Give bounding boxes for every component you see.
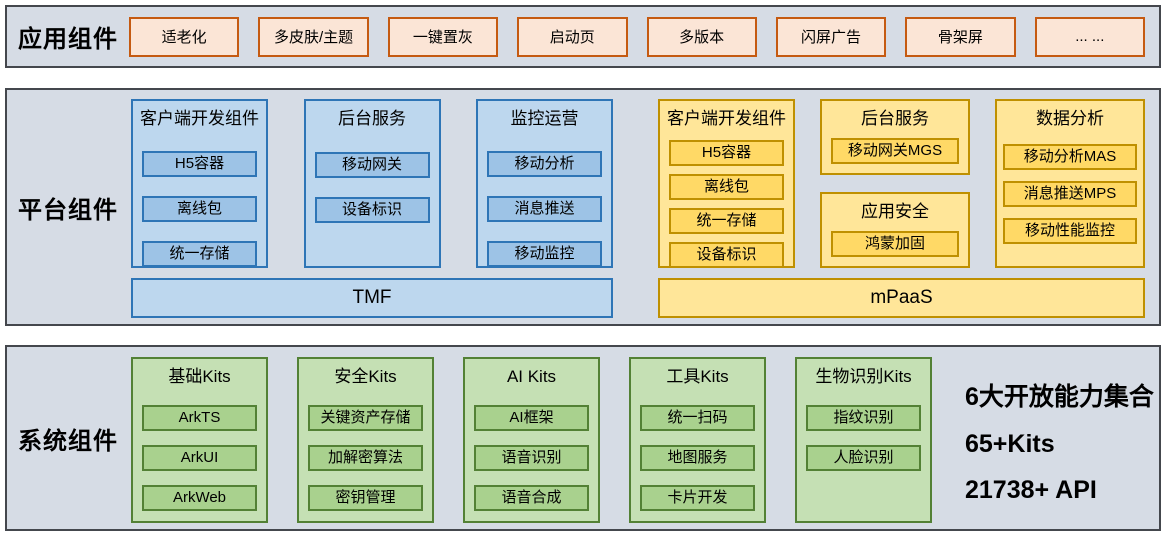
- tmf-column-client-dev: 客户端开发组件 H5容器 离线包 统一存储: [131, 99, 268, 268]
- application-chip-row: 适老化 多皮肤/主题 一键置灰 启动页 多版本 闪屏广告 骨架屏 ... ...: [129, 7, 1159, 66]
- mpaas-chip-mobile-perf-monitoring: 移动性能监控: [1003, 218, 1137, 244]
- mpaas-columns: 客户端开发组件 H5容器 离线包 统一存储 设备标识 后台服务 移动网关MGS …: [658, 99, 1145, 268]
- tmf-chip-mobile-monitoring: 移动监控: [487, 241, 602, 267]
- kit-chip-arkui: ArkUI: [142, 445, 257, 471]
- capability-stats: 6大开放能力集合 65+Kits 21738+ API: [961, 353, 1154, 529]
- system-band-label: 系统组件: [18, 427, 118, 455]
- mpaas-chip-mobile-gateway-mgs: 移动网关MGS: [831, 138, 959, 164]
- mpaas-column-data-analytics: 数据分析 移动分析MAS 消息推送MPS 移动性能监控: [995, 99, 1145, 268]
- tmf-group: 客户端开发组件 H5容器 离线包 统一存储 后台服务 移动网关 设备标识 监控运…: [131, 99, 613, 324]
- mpaas-column-backend-service: 后台服务 移动网关MGS: [820, 99, 970, 175]
- kit-chip-arkts: ArkTS: [142, 405, 257, 431]
- kit-chip-key-management: 密钥管理: [308, 485, 423, 511]
- mpaas-chip-device-id: 设备标识: [669, 242, 784, 268]
- kits-column-security: 安全Kits 关键资产存储 加解密算法 密钥管理: [297, 357, 434, 523]
- tmf-chip-message-push: 消息推送: [487, 196, 602, 222]
- mpaas-column-client-dev: 客户端开发组件 H5容器 离线包 统一存储 设备标识: [658, 99, 795, 268]
- mpaas-chip-h5-container: H5容器: [669, 140, 784, 166]
- mpaas-group: 客户端开发组件 H5容器 离线包 统一存储 设备标识 后台服务 移动网关MGS …: [658, 99, 1145, 324]
- kit-chip-map-service: 地图服务: [640, 445, 755, 471]
- app-chip-splash-ads: 闪屏广告: [775, 16, 887, 57]
- mpaas-client-dev-title: 客户端开发组件: [667, 109, 786, 128]
- kit-chip-ai-framework: AI框架: [474, 405, 589, 431]
- kit-chip-face-recognition: 人脸识别: [806, 445, 921, 471]
- kits-column-ai: AI Kits AI框架 语音识别 语音合成: [463, 357, 600, 523]
- app-chip-multi-version: 多版本: [646, 16, 757, 57]
- security-kits-title: 安全Kits: [334, 367, 397, 386]
- tmf-chip-unified-storage: 统一存储: [142, 241, 257, 267]
- mpaas-bar: mPaaS: [658, 278, 1145, 318]
- tmf-monitoring-title: 监控运营: [510, 109, 579, 128]
- kits-column-basic: 基础Kits ArkTS ArkUI ArkWeb: [131, 357, 268, 523]
- tmf-chip-mobile-analytics: 移动分析: [487, 151, 602, 177]
- stat-api-count: 21738+ API: [965, 476, 1097, 504]
- kit-chip-card-development: 卡片开发: [640, 485, 755, 511]
- stat-open-capability-sets: 6大开放能力集合: [965, 383, 1154, 411]
- kit-chip-crypto-algorithms: 加解密算法: [308, 445, 423, 471]
- kit-chip-unified-scan: 统一扫码: [640, 405, 755, 431]
- tmf-client-dev-title: 客户端开发组件: [140, 109, 259, 128]
- mpaas-chip-unified-storage: 统一存储: [669, 208, 784, 234]
- application-band-label: 应用组件: [18, 26, 118, 53]
- platform-content: 客户端开发组件 H5容器 离线包 统一存储 后台服务 移动网关 设备标识 监控运…: [129, 90, 1161, 324]
- app-chip-aging-friendly: 适老化: [129, 16, 240, 57]
- stat-kits-count: 65+Kits: [965, 430, 1055, 458]
- mpaas-middle-stack: 后台服务 移动网关MGS 应用安全 鸿蒙加固: [820, 99, 970, 268]
- kits-column-tools: 工具Kits 统一扫码 地图服务 卡片开发: [629, 357, 766, 523]
- tmf-columns: 客户端开发组件 H5容器 离线包 统一存储 后台服务 移动网关 设备标识 监控运…: [131, 99, 613, 268]
- tmf-bar: TMF: [131, 278, 613, 318]
- tmf-chip-device-id: 设备标识: [314, 197, 430, 223]
- app-chip-more: ... ...: [1034, 16, 1145, 57]
- tmf-backend-title: 后台服务: [338, 109, 406, 128]
- system-band: 系统组件 基础Kits ArkTS ArkUI ArkWeb 安全Kits 关键…: [5, 345, 1161, 531]
- mpaas-security-title: 应用安全: [861, 202, 929, 221]
- mpaas-chip-mobile-analytics-mas: 移动分析MAS: [1003, 144, 1137, 170]
- kit-chip-fingerprint-recognition: 指纹识别: [806, 405, 921, 431]
- tool-kits-title: 工具Kits: [666, 367, 729, 386]
- platform-band: 平台组件 客户端开发组件 H5容器 离线包 统一存储 后台服务 移动网关 设备标…: [5, 88, 1161, 326]
- mpaas-chip-harmony-hardening: 鸿蒙加固: [831, 231, 959, 257]
- app-chip-launch-page: 启动页: [517, 16, 628, 57]
- system-content: 基础Kits ArkTS ArkUI ArkWeb 安全Kits 关键资产存储 …: [129, 347, 1164, 529]
- kit-chip-speech-synthesis: 语音合成: [474, 485, 589, 511]
- app-chip-one-key-gray: 一键置灰: [387, 16, 499, 57]
- tmf-chip-offline-package: 离线包: [142, 196, 257, 222]
- ai-kits-title: AI Kits: [506, 367, 557, 386]
- app-chip-skeleton-screen: 骨架屏: [905, 16, 1016, 57]
- kits-column-biometric: 生物识别Kits 指纹识别 人脸识别: [795, 357, 932, 523]
- mpaas-column-app-security: 应用安全 鸿蒙加固: [820, 192, 970, 268]
- basic-kits-title: 基础Kits: [168, 367, 231, 386]
- kit-chip-arkweb: ArkWeb: [142, 485, 257, 511]
- mpaas-chip-offline-package: 离线包: [669, 174, 784, 200]
- tmf-column-monitoring-ops: 监控运营 移动分析 消息推送 移动监控: [476, 99, 613, 268]
- mpaas-chip-message-push-mps: 消息推送MPS: [1003, 181, 1137, 207]
- app-chip-skins-themes: 多皮肤/主题: [258, 16, 369, 57]
- biometric-kits-title: 生物识别Kits: [815, 367, 912, 386]
- kit-chip-speech-recognition: 语音识别: [474, 445, 589, 471]
- tmf-chip-h5-container: H5容器: [142, 151, 257, 177]
- mpaas-backend-title: 后台服务: [861, 109, 929, 128]
- tmf-column-backend-service: 后台服务 移动网关 设备标识: [303, 99, 441, 268]
- tmf-chip-mobile-gateway: 移动网关: [314, 152, 430, 178]
- platform-band-label: 平台组件: [18, 196, 118, 224]
- kit-chip-asset-storage: 关键资产存储: [308, 405, 423, 431]
- application-band: 应用组件 适老化 多皮肤/主题 一键置灰 启动页 多版本 闪屏广告 骨架屏 ..…: [5, 5, 1161, 68]
- mpaas-analytics-title: 数据分析: [1036, 109, 1104, 128]
